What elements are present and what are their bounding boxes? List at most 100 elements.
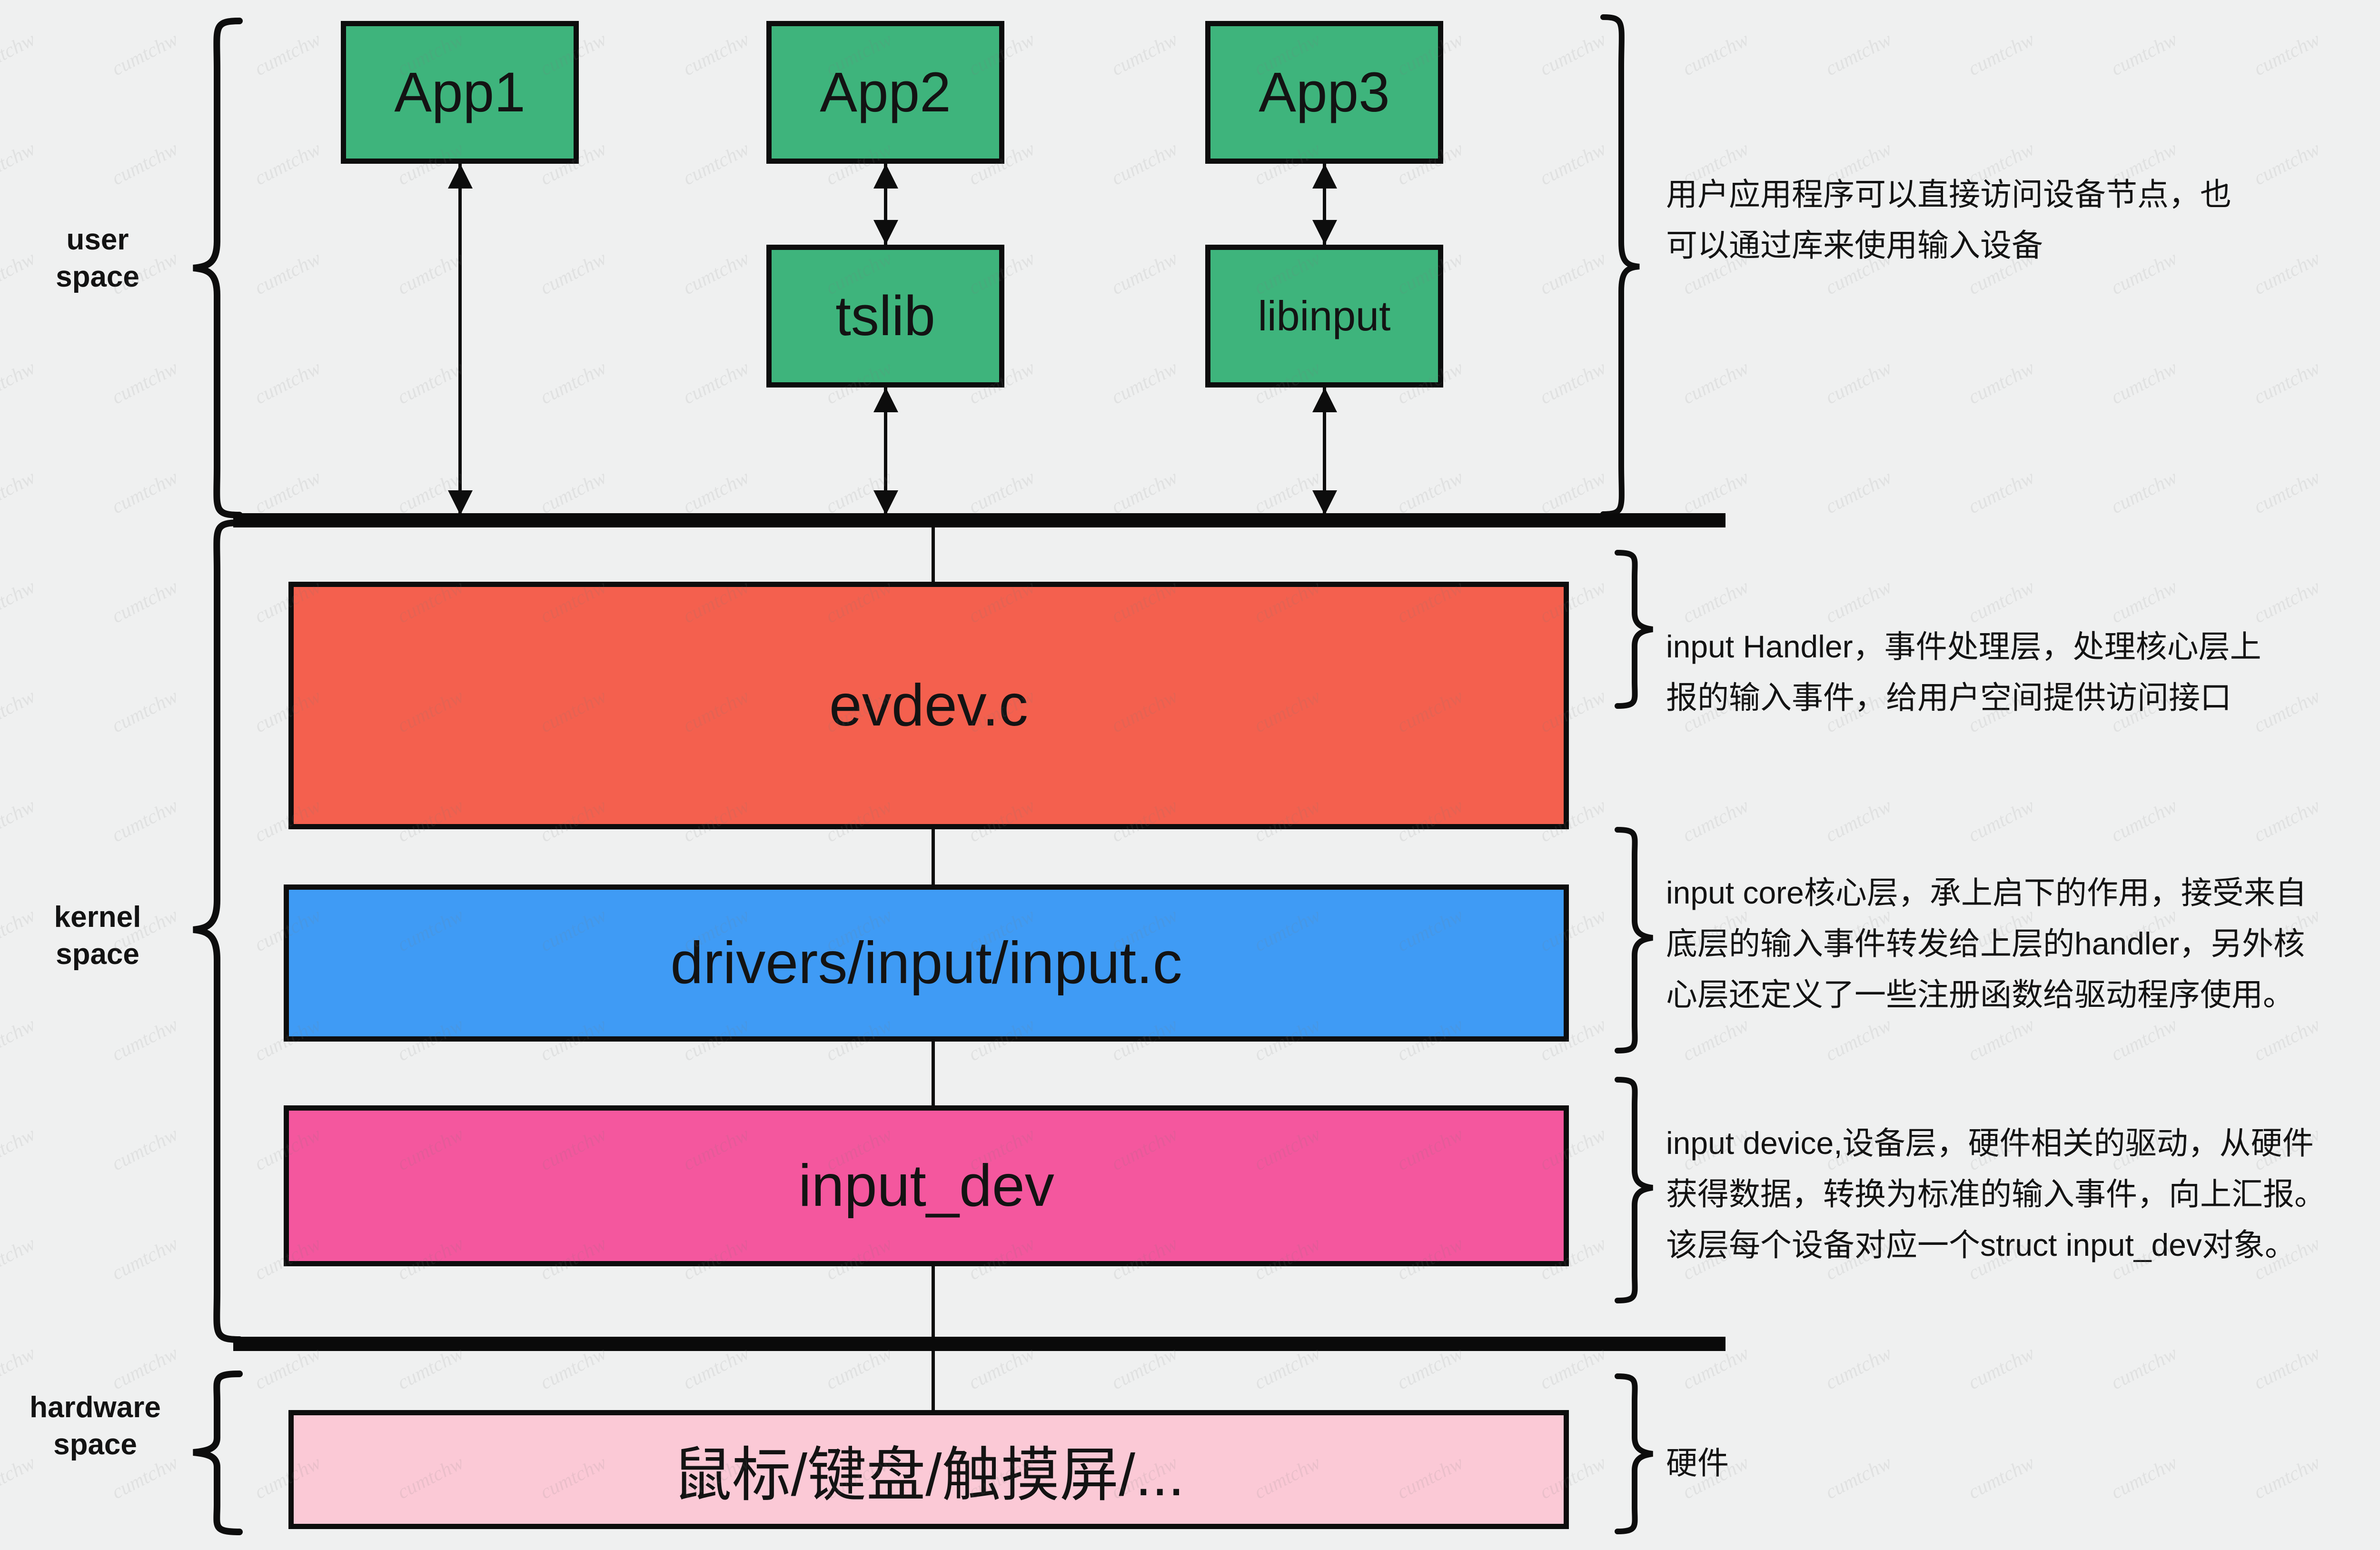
input-core-box[interactable]: drivers/input/input.c <box>284 884 1569 1042</box>
watermark-text: cumtchw <box>1964 357 2038 409</box>
watermark-text: cumtchw <box>0 795 39 847</box>
hardware-space-label: hardware space <box>0 1389 190 1463</box>
input-dev-annotation: input device,设备层，硬件相关的驱动，从硬件 获得数据，转换为标准的… <box>1666 1118 2326 1271</box>
input-dev-box[interactable]: input_dev <box>284 1105 1569 1266</box>
watermark-text: cumtchw <box>2107 795 2181 847</box>
watermark-text: cumtchw <box>0 466 39 518</box>
watermark-text: cumtchw <box>2107 1013 2181 1066</box>
watermark-text: cumtchw <box>1108 138 1181 190</box>
app3-libinput-arrow-up <box>1312 164 1337 189</box>
app2-label: App2 <box>820 61 951 124</box>
libinput-box[interactable]: libinput <box>1205 245 1443 388</box>
watermark-text: cumtchw <box>1822 357 1895 409</box>
watermark-text: cumtchw <box>679 28 753 80</box>
app2-tslib-connector <box>884 164 887 246</box>
watermark-text: cumtchw <box>536 466 610 518</box>
kernel-space-label-line1: kernel <box>54 901 141 934</box>
evdev-annotation-line1: input Handler，事件处理层，处理核心层上 <box>1666 629 2261 664</box>
watermark-text: cumtchw <box>1536 466 1610 518</box>
watermark-text: cumtchw <box>2250 1451 2324 1504</box>
watermark-text: cumtchw <box>536 357 610 409</box>
divider-evdev-connector <box>932 527 935 584</box>
watermark-text: cumtchw <box>2107 466 2181 518</box>
watermark-text: cumtchw <box>1822 466 1895 518</box>
watermark-text: cumtchw <box>2107 28 2181 80</box>
watermark-text: cumtchw <box>1108 466 1181 518</box>
watermark-text: cumtchw <box>108 795 182 847</box>
watermark-text: cumtchw <box>0 1232 39 1285</box>
watermark-text: cumtchw <box>1679 466 1753 518</box>
input-core-annotation-brace <box>1614 827 1656 1055</box>
watermark-text: cumtchw <box>1108 357 1181 409</box>
watermark-text: cumtchw <box>2250 1013 2324 1066</box>
app2-tslib-arrow-up <box>873 164 898 189</box>
watermark-text: cumtchw <box>1679 795 1753 847</box>
watermark-text: cumtchw <box>2250 795 2324 847</box>
tslib-kernel-connector <box>884 388 887 516</box>
watermark-text: cumtchw <box>394 357 467 409</box>
user-annotation-brace <box>1599 14 1642 519</box>
watermark-text: cumtchw <box>2107 357 2181 409</box>
watermark-text: cumtchw <box>1536 357 1610 409</box>
watermark-text: cumtchw <box>1964 1451 2038 1504</box>
app1-kernel-connector <box>458 164 462 516</box>
watermark-text: cumtchw <box>108 1232 182 1285</box>
input-dev-annotation-line3: 该层每个设备对应一个struct input_dev对象。 <box>1666 1227 2296 1262</box>
user-space-label-line2: space <box>56 260 139 293</box>
hardware-devices-box[interactable]: 鼠标/键盘/触摸屏/... <box>288 1410 1569 1529</box>
watermark-text: cumtchw <box>1108 28 1181 80</box>
app1-connector-arrow-up <box>448 164 473 189</box>
hardware-space-label-line1: hardware <box>30 1391 161 1424</box>
watermark-text: cumtchw <box>108 1013 182 1066</box>
watermark-text: cumtchw <box>679 247 753 299</box>
tslib-label: tslib <box>835 285 935 348</box>
watermark-text: cumtchw <box>0 357 39 409</box>
watermark-text: cumtchw <box>2107 1451 2181 1504</box>
evdev-annotation-brace <box>1614 550 1656 709</box>
evdev-label: evdev.c <box>829 673 1029 738</box>
watermark-text: cumtchw <box>108 1342 182 1394</box>
watermark-text: cumtchw <box>1822 795 1895 847</box>
user-space-brace <box>189 17 243 519</box>
watermark-text: cumtchw <box>0 1123 39 1175</box>
evdev-core-connector <box>932 828 935 886</box>
watermark-text: cumtchw <box>1679 357 1753 409</box>
input-dev-annotation-brace <box>1614 1077 1656 1305</box>
watermark-text: cumtchw <box>2250 1342 2324 1394</box>
watermark-text: cumtchw <box>1393 466 1467 518</box>
input-dev-annotation-line1: input device,设备层，硬件相关的驱动，从硬件 <box>1666 1125 2314 1161</box>
input-dev-annotation-line2: 获得数据，转换为标准的输入事件，向上汇报。 <box>1666 1176 2326 1212</box>
app3-libinput-connector <box>1323 164 1326 246</box>
watermark-text: cumtchw <box>108 357 182 409</box>
watermark-text: cumtchw <box>1679 1013 1753 1066</box>
watermark-text: cumtchw <box>2250 466 2324 518</box>
tslib-kernel-arrow-down <box>873 490 898 515</box>
app3-label: App3 <box>1259 61 1390 124</box>
hardware-annotation-brace <box>1614 1373 1656 1535</box>
watermark-text: cumtchw <box>1108 247 1181 299</box>
watermark-text: cumtchw <box>0 1013 39 1066</box>
watermark-text: cumtchw <box>251 247 325 299</box>
tslib-kernel-arrow-up <box>873 388 898 412</box>
tslib-box[interactable]: tslib <box>766 245 1004 388</box>
kernel-hardware-divider <box>233 1337 1726 1351</box>
watermark-text: cumtchw <box>1822 1451 1895 1504</box>
watermark-text: cumtchw <box>0 1342 39 1394</box>
watermark-text: cumtchw <box>2107 1342 2181 1394</box>
watermark-text: cumtchw <box>1964 28 2038 80</box>
watermark-text: cumtchw <box>108 576 182 628</box>
user-space-label-line1: user <box>66 223 129 256</box>
app2-box[interactable]: App2 <box>766 21 1004 164</box>
app3-libinput-arrow-down <box>1312 220 1337 245</box>
user-annotation-line1: 用户应用程序可以直接访问设备节点，也 <box>1666 177 2231 212</box>
watermark-text: cumtchw <box>2250 138 2324 190</box>
watermark-text: cumtchw <box>0 138 39 190</box>
evdev-box[interactable]: evdev.c <box>288 582 1569 829</box>
watermark-text: cumtchw <box>1964 576 2038 628</box>
watermark-text: cumtchw <box>251 466 325 518</box>
input-core-annotation-line2: 底层的输入事件转发给上层的handler，另外核 <box>1666 925 2305 961</box>
app1-box[interactable]: App1 <box>341 21 579 164</box>
watermark-text: cumtchw <box>1679 576 1753 628</box>
app3-box[interactable]: App3 <box>1205 21 1443 164</box>
watermark-text: cumtchw <box>965 466 1039 518</box>
